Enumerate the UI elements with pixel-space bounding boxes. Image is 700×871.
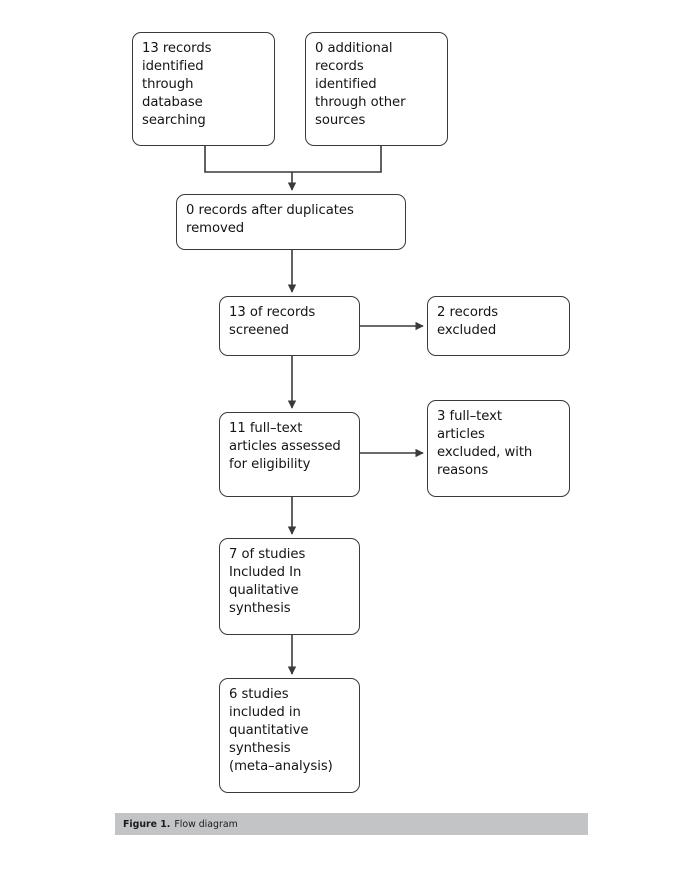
figure-caption: Figure 1. Flow diagram	[115, 813, 588, 835]
box-studies-included-quantitative-synthesis: 6 studies included in quantitative synth…	[219, 678, 360, 793]
box-records-identified-database-searching: 13 records identified through database s…	[132, 32, 275, 146]
box-fulltext-articles-excluded-with-reasons: 3 full–text articles excluded, with reas…	[427, 400, 570, 497]
connector-identification-merge	[204, 146, 382, 191]
box-fulltext-articles-assessed-for-eligibility: 11 full–text articles assessed for eligi…	[219, 412, 360, 497]
figure-caption-text: Flow diagram	[174, 818, 238, 830]
box-records-after-duplicates-removed: 0 records after duplicates removed	[176, 194, 406, 250]
box-records-excluded: 2 records excluded	[427, 296, 570, 356]
figure-caption-label: Figure 1.	[123, 818, 171, 830]
box-studies-included-qualitative-synthesis: 7 of studies Included In qualitative syn…	[219, 538, 360, 635]
box-records-identified-other-sources: 0 additional records identified through …	[305, 32, 448, 146]
box-records-screened: 13 of records screened	[219, 296, 360, 356]
